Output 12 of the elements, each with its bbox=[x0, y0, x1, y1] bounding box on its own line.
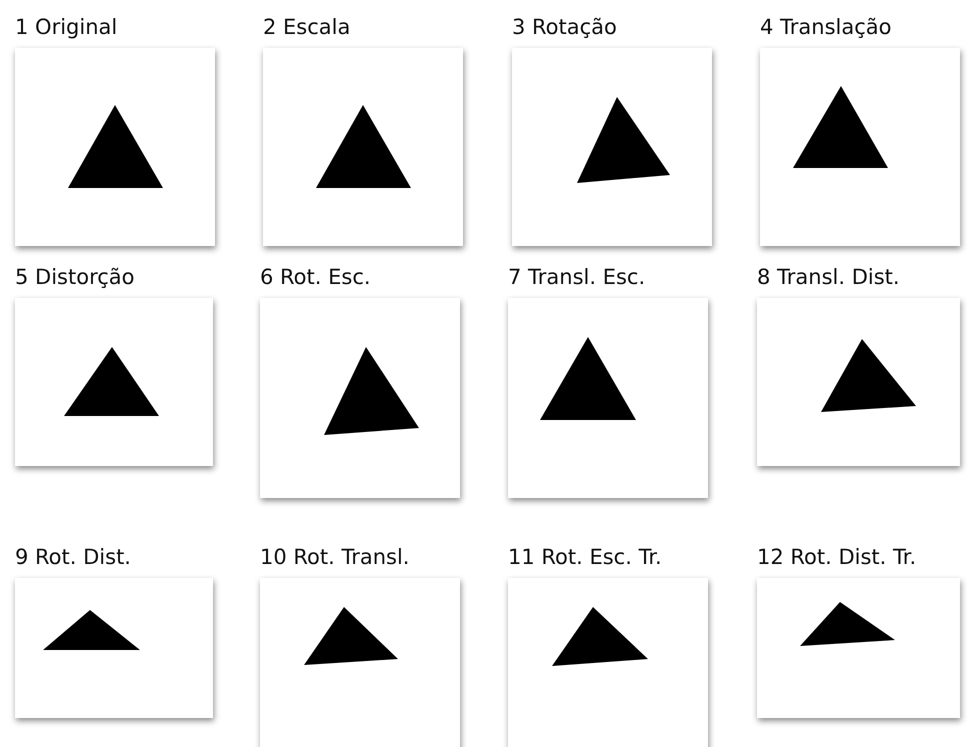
panel-title: 4 Translação bbox=[760, 14, 892, 40]
panel-title: 1 Original bbox=[15, 14, 118, 40]
panel-title: 12 Rot. Dist. Tr. bbox=[757, 544, 916, 570]
panel-title: 5 Distorção bbox=[15, 264, 134, 290]
panel-title: 10 Rot. Transl. bbox=[260, 544, 410, 570]
panel-title: 11 Rot. Esc. Tr. bbox=[508, 544, 662, 570]
panel-title: 2 Escala bbox=[263, 14, 350, 40]
panel-title: 9 Rot. Dist. bbox=[15, 544, 131, 570]
panel-title: 6 Rot. Esc. bbox=[260, 264, 371, 290]
panel-title: 8 Transl. Dist. bbox=[757, 264, 900, 290]
panel-title: 7 Transl. Esc. bbox=[508, 264, 646, 290]
panel-title: 3 Rotação bbox=[512, 14, 617, 40]
